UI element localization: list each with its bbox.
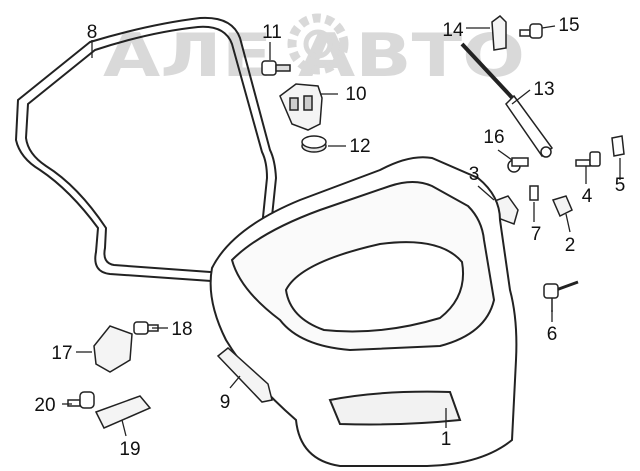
callout-4: 4 — [582, 186, 593, 207]
watermark: АЛЕ АВТО — [103, 13, 525, 91]
part-13-gas-strut — [460, 42, 554, 158]
callout-9: 9 — [220, 392, 231, 413]
callout-3: 3 — [469, 164, 480, 185]
callout-15: 15 — [558, 15, 579, 36]
callout-11: 11 — [262, 22, 282, 43]
part-10-hinge — [279, 83, 323, 131]
part-20-bolt — [67, 391, 95, 409]
part-5-cover — [611, 135, 625, 157]
part-17-latch — [93, 325, 133, 373]
part-11-bolt — [261, 60, 291, 76]
part-12-bumper — [301, 135, 327, 153]
callout-10: 10 — [345, 84, 366, 105]
callout-numbers: 1 2 3 4 5 6 7 8 9 10 11 12 13 14 15 16 1… — [34, 15, 625, 460]
part-16-clip — [507, 157, 529, 173]
callout-1: 1 — [441, 429, 452, 450]
callout-6: 6 — [547, 324, 558, 345]
callout-14: 14 — [442, 20, 464, 41]
callout-20: 20 — [34, 395, 55, 416]
callout-5: 5 — [615, 175, 626, 196]
callout-16: 16 — [483, 127, 504, 148]
callout-18: 18 — [171, 319, 192, 340]
callout-7: 7 — [531, 224, 542, 245]
callout-19: 19 — [119, 439, 140, 460]
callout-12: 12 — [349, 136, 370, 157]
part-15-bolt — [519, 23, 543, 39]
part-9-trim — [216, 347, 273, 403]
callout-8: 8 — [87, 22, 98, 43]
leader-lines — [62, 25, 621, 437]
callout-2: 2 — [565, 235, 576, 256]
callout-17: 17 — [51, 343, 72, 364]
part-4-bolt — [575, 151, 601, 167]
callout-13: 13 — [533, 79, 554, 100]
gear-icon — [287, 13, 349, 75]
part-6-ball-stud — [543, 280, 579, 312]
watermark-text: АЛЕ АВТО — [103, 21, 525, 91]
part-14-bracket — [491, 15, 507, 51]
part-1-liftgate — [209, 156, 518, 467]
part-2-nut — [551, 195, 573, 218]
part-19-switch — [94, 395, 152, 429]
part-7-pad — [529, 185, 539, 201]
